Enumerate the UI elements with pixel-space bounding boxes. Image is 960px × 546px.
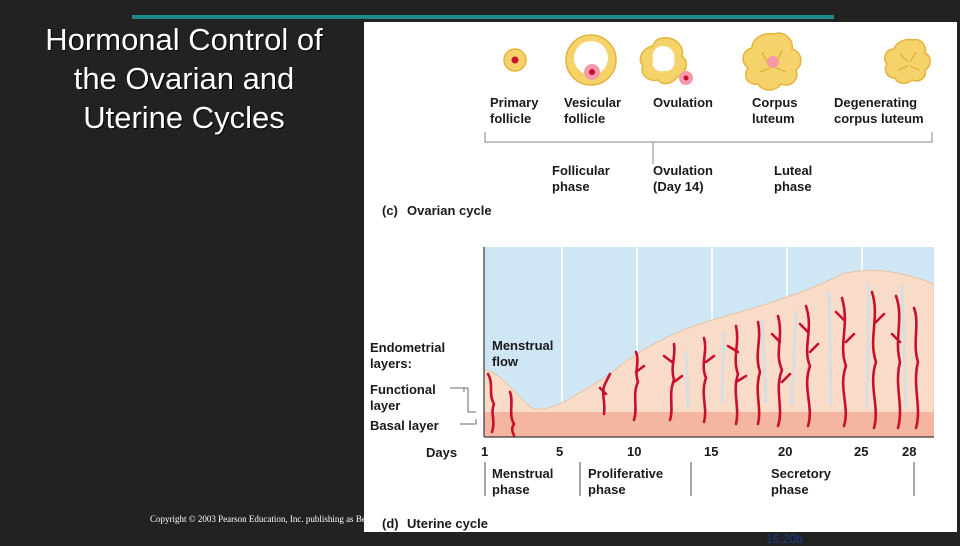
layer-brackets bbox=[450, 387, 477, 425]
day-tick-label: 28 bbox=[902, 444, 916, 459]
days-label: Days bbox=[426, 445, 457, 460]
uterine-phase-proliferative: phase bbox=[588, 482, 626, 497]
slide-title-line: Hormonal Control of bbox=[45, 22, 323, 57]
day-tick-label: 10 bbox=[627, 444, 641, 459]
basal-layer-label: Basal layer bbox=[370, 418, 439, 433]
stage-label-vesicular-follicle: follicle bbox=[564, 111, 605, 126]
stage-label-corpus-luteum: Corpus bbox=[752, 95, 798, 110]
day-tick-label: 25 bbox=[854, 444, 868, 459]
ovarian-caption: Ovarian cycle bbox=[407, 203, 492, 218]
uterine-phase-menstrual: Menstrual bbox=[492, 466, 553, 481]
ovarian-phase-bracket bbox=[484, 132, 933, 164]
menstrual-flow-label: Menstrual bbox=[492, 338, 553, 353]
stage-label-corpus-luteum: luteum bbox=[752, 111, 795, 126]
endometrium-illustration bbox=[484, 247, 934, 437]
uterine-phase-dividers bbox=[484, 462, 915, 496]
uterine-caption-letter: (d) bbox=[382, 516, 399, 531]
figure-canvas: Primary follicle Vesicular follicle Ovul… bbox=[370, 32, 934, 531]
ovarian-phase-follicular: Follicular bbox=[552, 163, 610, 178]
day-tick-label: 20 bbox=[778, 444, 792, 459]
slide-page-number: 16.20b bbox=[766, 532, 803, 546]
day-tick-label: 15 bbox=[704, 444, 718, 459]
stage-label-primary-follicle: Primary bbox=[490, 95, 539, 110]
uterine-phase-menstrual: phase bbox=[492, 482, 530, 497]
functional-layer-label: layer bbox=[370, 398, 400, 413]
slide-title-line: the Ovarian and bbox=[73, 61, 295, 96]
ovulation-icon bbox=[639, 37, 693, 85]
ovarian-phase-luteal: Luteal bbox=[774, 163, 812, 178]
stage-label-degenerating-corpus-luteum: corpus luteum bbox=[834, 111, 924, 126]
functional-layer-label: Functional bbox=[370, 382, 436, 397]
slide-title-line: Uterine Cycles bbox=[83, 100, 285, 135]
ovarian-phase-ovulation: (Day 14) bbox=[653, 179, 704, 194]
stage-label-degenerating-corpus-luteum: Degenerating bbox=[834, 95, 917, 110]
stage-label-vesicular-follicle: Vesicular bbox=[564, 95, 621, 110]
day-tick-label: 5 bbox=[556, 444, 563, 459]
ovarian-phase-ovulation: Ovulation bbox=[653, 163, 713, 178]
corpus-luteum-icon bbox=[742, 32, 802, 91]
stage-label-primary-follicle: follicle bbox=[490, 111, 531, 126]
primary-follicle-icon bbox=[503, 48, 527, 72]
title-accent-line bbox=[132, 15, 834, 19]
stage-label-ovulation: Ovulation bbox=[653, 95, 713, 110]
ovarian-phase-follicular: phase bbox=[552, 179, 590, 194]
endometrial-layers-label: layers: bbox=[370, 356, 412, 371]
ovarian-phase-luteal: phase bbox=[774, 179, 812, 194]
copyright-notice: Copyright © 2003 Pearson Education, Inc.… bbox=[150, 514, 433, 524]
uterine-phase-secretory: phase bbox=[771, 482, 809, 497]
slide-title: Hormonal Control of the Ovarian and Uter… bbox=[18, 20, 350, 137]
degenerating-corpus-luteum-icon bbox=[884, 38, 931, 84]
day-tick-label: 1 bbox=[481, 444, 488, 459]
uterine-caption: Uterine cycle bbox=[407, 516, 488, 531]
vesicular-follicle-icon bbox=[565, 34, 617, 86]
ovarian-caption-letter: (c) bbox=[382, 203, 398, 218]
endometrial-layers-label: Endometrial bbox=[370, 340, 445, 355]
ovarian-uterine-figure: Primary follicle Vesicular follicle Ovul… bbox=[364, 22, 957, 532]
uterine-phase-proliferative: Proliferative bbox=[588, 466, 663, 481]
menstrual-flow-label: flow bbox=[492, 354, 519, 369]
uterine-phase-secretory: Secretory bbox=[771, 466, 832, 481]
